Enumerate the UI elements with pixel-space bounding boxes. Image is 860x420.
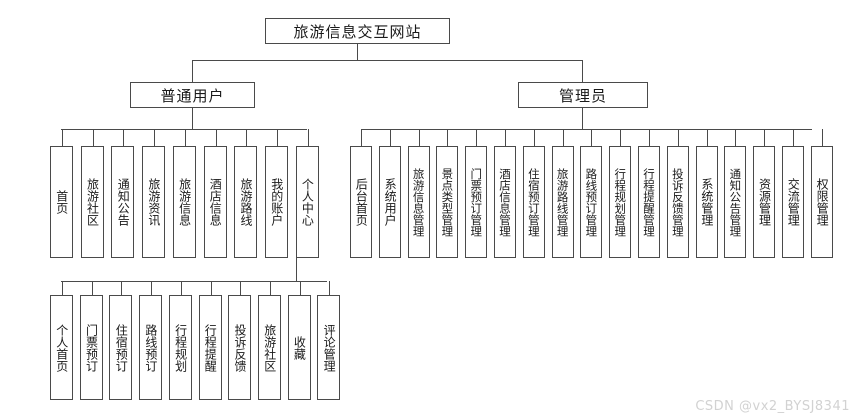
personal-module-0[interactable]: 个人首页 — [50, 295, 73, 400]
connector-user-drop — [246, 129, 248, 146]
connector-root-stem — [357, 44, 358, 61]
connector-level2-right-drop — [582, 60, 583, 82]
admin-module-6[interactable]: 住宿预订管理 — [522, 146, 545, 258]
connector-personal-drop — [299, 281, 301, 295]
user-module-8[interactable]: 个人中心 — [295, 146, 319, 258]
connector-admin-drop — [418, 129, 420, 146]
user-module-2[interactable]: 通知公告 — [111, 146, 135, 258]
connector-admin-drop — [735, 129, 737, 146]
admin-module-1[interactable]: 系统用户 — [378, 146, 401, 258]
connector-admin-drop — [620, 129, 622, 146]
connector-user-drop — [184, 129, 186, 146]
connector-level2-left-drop — [192, 60, 193, 82]
connector-user-drop — [307, 129, 309, 146]
connector-admin-drop — [677, 129, 679, 146]
admin-module-14[interactable]: 资源管理 — [753, 146, 776, 258]
connector-admin-drop — [821, 129, 823, 146]
connector-level2-bar — [192, 60, 582, 61]
connector-user-drop — [123, 129, 125, 146]
connector-admin-drop — [505, 129, 506, 146]
connector-user-drop — [276, 129, 278, 146]
admin-module-9[interactable]: 行程规划管理 — [609, 146, 632, 258]
user-module-6[interactable]: 旅游路线 — [234, 146, 258, 258]
connector-admin-drop — [649, 129, 650, 146]
connector-admin-drop — [533, 129, 535, 146]
connector-personal-drop — [269, 281, 271, 295]
admin-module-13[interactable]: 通知公告管理 — [724, 146, 747, 258]
admin-module-16[interactable]: 权限管理 — [810, 146, 833, 258]
connector-personal-center-bar — [61, 281, 327, 282]
connector-admin-drop — [476, 129, 478, 146]
personal-module-7[interactable]: 旅游社区 — [257, 295, 281, 400]
connector-admin-drop — [591, 129, 593, 146]
user-module-5[interactable]: 酒店信息 — [203, 146, 227, 258]
user-module-1[interactable]: 旅游社区 — [80, 146, 104, 258]
user-module-0[interactable]: 首页 — [50, 146, 73, 258]
connector-admin-drop — [562, 129, 564, 146]
connector-personal-drop — [180, 281, 182, 295]
personal-module-2[interactable]: 住宿预订 — [109, 295, 133, 400]
connector-personal-drop — [151, 281, 153, 295]
admin-module-7[interactable]: 旅游路线管理 — [551, 146, 574, 258]
connector-user-drop — [92, 129, 94, 146]
personal-module-4[interactable]: 行程规划 — [168, 295, 192, 400]
connector-user-drop — [215, 129, 217, 146]
connector-admin-drop — [361, 129, 362, 146]
root-node-travel-site[interactable]: 旅游信息交互网站 — [265, 18, 450, 44]
connector-personal-drop — [329, 281, 331, 295]
user-module-3[interactable]: 旅游资讯 — [142, 146, 166, 258]
admin-module-10[interactable]: 行程提醒管理 — [638, 146, 660, 258]
user-module-4[interactable]: 旅游信息 — [172, 146, 196, 258]
admin-module-5[interactable]: 酒店信息管理 — [494, 146, 516, 258]
admin-module-4[interactable]: 门票预订管理 — [465, 146, 488, 258]
personal-module-5[interactable]: 行程提醒 — [198, 295, 222, 400]
node-administrator[interactable]: 管理员 — [518, 82, 648, 108]
connector-personal-drop — [240, 281, 242, 295]
personal-module-1[interactable]: 门票预订 — [79, 295, 103, 400]
connector-admin-drop — [764, 129, 766, 146]
connector-personal-drop — [62, 281, 63, 295]
admin-module-3[interactable]: 景点类型管理 — [436, 146, 459, 258]
admin-module-11[interactable]: 投诉反馈管理 — [666, 146, 689, 258]
connector-admin-drop — [447, 129, 449, 146]
connector-user-drop — [62, 129, 63, 146]
connector-personal-drop — [121, 281, 123, 295]
connector-admin-drop — [793, 129, 794, 146]
admin-module-2[interactable]: 旅游信息管理 — [407, 146, 430, 258]
connector-user-stem — [192, 108, 193, 129]
admin-module-8[interactable]: 路线预订管理 — [580, 146, 603, 258]
connector-admin-drop — [706, 129, 708, 146]
node-normal-user[interactable]: 普通用户 — [130, 82, 255, 108]
connector-admin-stem — [582, 108, 583, 129]
admin-module-12[interactable]: 系统管理 — [695, 146, 718, 258]
connector-user-bar — [61, 129, 307, 130]
admin-module-15[interactable]: 交流管理 — [782, 146, 804, 258]
connector-admin-drop — [389, 129, 391, 146]
connector-admin-bar — [361, 129, 812, 130]
personal-module-6[interactable]: 投诉反馈 — [228, 295, 252, 400]
connector-personal-drop — [210, 281, 212, 295]
connector-personal-center-stem — [296, 258, 297, 281]
admin-module-0[interactable]: 后台首页 — [350, 146, 372, 258]
connector-user-drop — [154, 129, 156, 146]
personal-module-9[interactable]: 评论管理 — [317, 295, 341, 400]
user-module-7[interactable]: 我的账户 — [264, 146, 288, 258]
personal-module-3[interactable]: 路线预订 — [139, 295, 163, 400]
connector-personal-drop — [91, 281, 93, 295]
csdn-watermark: CSDN @vx2_BYSJ8341 — [695, 399, 850, 414]
personal-module-8[interactable]: 收藏 — [287, 295, 311, 400]
